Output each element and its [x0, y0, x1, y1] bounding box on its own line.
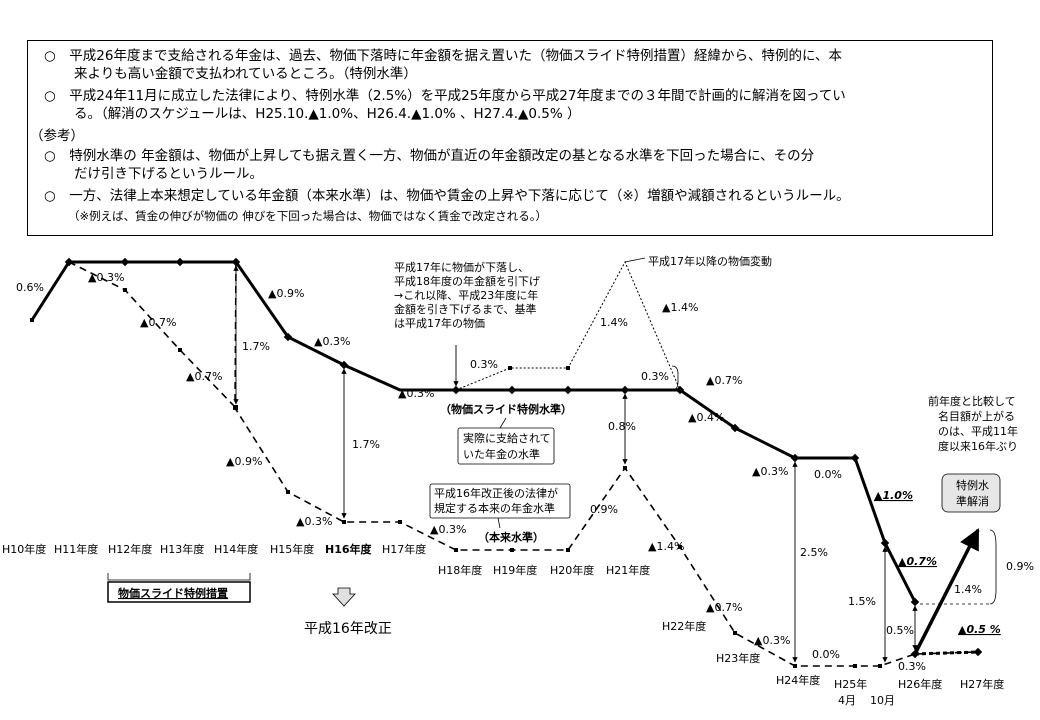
annotations: 物価スライド特例措置 平成16年改正 （物価スライド特例水準） 実際に支給されて…: [107, 254, 1018, 637]
note-line: だけ引き下げるというルール。: [74, 166, 263, 182]
pct-label: 0.3%: [641, 370, 669, 383]
pct-label: ▲0.3%: [754, 634, 790, 647]
pct-label: ▲0.3%: [398, 387, 434, 400]
year-label: H26年度: [898, 677, 942, 691]
kaisei-label: 平成16年改正: [304, 621, 392, 637]
year-label: H16年度: [325, 542, 373, 556]
jissai-text: いた年金の水準: [463, 447, 540, 461]
h17-note: →これ以降、平成23年度に年: [394, 288, 538, 302]
note-line: ○ 特例水準の 年金額は、物価が上昇しても据え置く一方、物価が直近の年金額改定の…: [44, 148, 815, 164]
data-markers: [30, 257, 983, 668]
h17-note: 金額を引き下げるまで、基準: [394, 302, 537, 316]
year-label: H21年度: [606, 563, 650, 577]
note-line: る。（解消のスケジュールは、H25.10.▲1.0%、H26.4.▲1.0% 、…: [74, 106, 581, 122]
rise-note: のは、平成11年: [938, 424, 1018, 438]
pct-label: ▲1.4%: [648, 540, 684, 553]
pct-label: 1.4%: [954, 583, 982, 596]
kaisho-text: 準解消: [956, 494, 989, 508]
pct-label: ▲0.3%: [430, 523, 466, 536]
year-label: H17年度: [382, 542, 426, 556]
year-label: H12年度: [108, 542, 152, 556]
pct-label: ▲1.0%: [874, 489, 913, 502]
pct-label: ▲0.3%: [296, 515, 332, 528]
gap-arrows: [233, 265, 918, 663]
kaisei-law-text: 平成16年改正後の法律が: [434, 486, 558, 500]
pct-label: ▲1.4%: [662, 301, 698, 314]
pct-label: ▲0.5 %: [958, 623, 1001, 636]
year-label: H11年度: [54, 542, 98, 556]
pct-label: ▲0.9%: [268, 287, 304, 300]
tokurei-label: （物価スライド特例水準）: [440, 402, 572, 416]
year-label: H10年度: [2, 542, 46, 556]
note-line: 来よりも高い金額で支払われているところ。（特例水準）: [74, 66, 417, 82]
pct-label: 0.3%: [470, 358, 498, 371]
change-labels: 0.6% ▲0.3% ▲0.7% ▲0.7% ▲0.9% ▲0.3% 1.7% …: [16, 271, 1034, 673]
year-label: H25年: [834, 677, 867, 691]
pct-label: 0.3%: [898, 660, 926, 673]
year-label: H20年度: [550, 563, 594, 577]
since17-label: 平成17年以降の物価変動: [648, 254, 772, 268]
year-label: H14年度: [214, 542, 258, 556]
honrai-label: （本来水準）: [478, 530, 544, 544]
pct-label: 1.4%: [600, 316, 628, 329]
pct-label: 0.9%: [590, 503, 618, 516]
year-label: H22年度: [662, 619, 706, 633]
pct-label: ▲0.3%: [88, 271, 124, 284]
rise-note: 名目額が上がる: [938, 409, 1015, 423]
note-line: ○ 平成26年度まで支給される年金は、過去、物価下落時に年金額を据え置いた（物価…: [44, 48, 843, 64]
measure-box: [107, 581, 251, 603]
up-arrow-icon: [332, 587, 356, 607]
jissai-text: 実際に支給されて: [463, 431, 551, 445]
pct-label: ▲0.9%: [226, 455, 262, 468]
h17-note: 平成18年度の年金額を引下げ: [394, 274, 540, 288]
pct-label: ▲0.4%: [688, 411, 724, 424]
year-label: H23年度: [716, 651, 760, 665]
pct-label: ▲0.7%: [140, 316, 176, 329]
h17-note: 平成17年に物価が下落し、: [394, 260, 529, 274]
pct-label: ▲0.7%: [706, 374, 742, 387]
h17-note: は平成17年の物価: [394, 316, 485, 330]
note-line: （参考）: [30, 128, 84, 144]
year-label: 4月: [838, 694, 856, 707]
note-line: ○ 平成24年11月に成立した法律により、特例水準（2.5%）を平成25年度から…: [44, 88, 846, 104]
kaisei-law-callout: [429, 483, 571, 519]
pct-label: 0.8%: [608, 420, 636, 433]
rise-note: 前年度と比較して: [928, 394, 1016, 408]
year-label: H19年度: [493, 563, 537, 577]
year-label: 10月: [870, 694, 895, 707]
honrai-line: [68, 261, 979, 667]
kaisho-badge: [941, 473, 1001, 513]
tokurei-line: [30, 260, 980, 655]
pct-label: 0.6%: [16, 281, 44, 294]
brackets: [107, 365, 997, 605]
pct-label: ▲0.7%: [186, 370, 222, 383]
measure-label: 物価スライド特例措置: [118, 586, 228, 600]
pct-label: 0.0%: [814, 468, 842, 481]
pct-label: 0.0%: [812, 648, 840, 661]
kaisho-text: 特例水: [956, 478, 989, 492]
pct-label: 0.9%: [1006, 560, 1034, 573]
pct-label: ▲0.7%: [898, 555, 937, 568]
pct-label: 1.7%: [352, 438, 380, 451]
pct-label: 2.5%: [800, 546, 828, 559]
note-line: （※例えば、賃金の伸びが物価の 伸びを下回った場合は、物価ではなく賃金で改定され…: [68, 209, 548, 223]
year-label: H13年度: [160, 542, 204, 556]
notes-box: ○ 平成26年度まで支給される年金は、過去、物価下落時に年金額を据え置いた（物価…: [27, 40, 993, 236]
pct-label: 0.5%: [886, 624, 914, 637]
jissai-callout: [457, 427, 555, 465]
year-label: H15年度: [270, 542, 314, 556]
year-label: H27年度: [960, 677, 1004, 691]
year-label: H18年度: [438, 563, 482, 577]
pct-label: ▲0.3%: [314, 335, 350, 348]
year-labels: H10年度 H11年度 H12年度 H13年度 H14年度 H15年度 H16年…: [2, 542, 1004, 707]
pct-label: ▲0.7%: [706, 601, 742, 614]
pct-label: ▲0.3%: [752, 465, 788, 478]
pct-label: 1.7%: [242, 340, 270, 353]
note-line: ○ 一方、法律上本来想定している年金額（本来水準）は、物価や賃金の上昇や下落に応…: [44, 188, 850, 204]
kaisei-law-text: 規定する本来の年金水準: [434, 501, 555, 515]
year-label: H24年度: [776, 673, 820, 687]
pct-label: 1.5%: [848, 595, 876, 608]
rise-note: 度以来16年ぶり: [938, 439, 1018, 453]
